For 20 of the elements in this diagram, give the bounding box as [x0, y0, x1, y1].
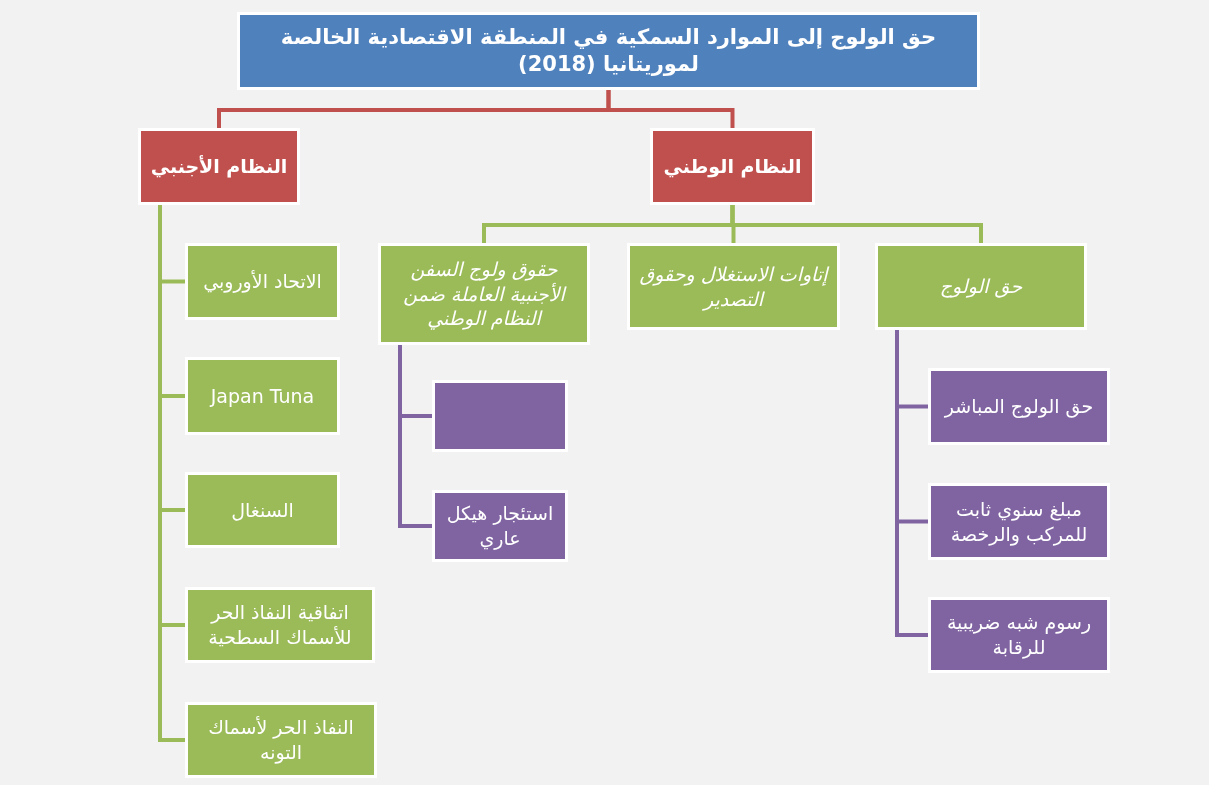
- process-box: رسوم شبه ضريبية للرقابة: [928, 597, 1110, 673]
- process-box: Japan Tuna: [185, 357, 340, 435]
- connector-line: [217, 90, 611, 128]
- connector-line: [482, 205, 735, 243]
- category-box: النظام الوطني: [650, 128, 815, 205]
- connector-line: [895, 330, 928, 637]
- process-box: الاتحاد الأوروبي: [185, 243, 340, 320]
- process-box: السنغال: [185, 472, 340, 548]
- process-box: حقوق ولوج السفن الأجنبية العاملة ضمن النظام الوطني: [378, 243, 590, 345]
- category-box: النظام الأجنبي: [138, 128, 300, 205]
- process-box: النفاذ الحر لأسماك التونه: [185, 702, 377, 778]
- process-box: حق الولوج المباشر: [928, 368, 1110, 445]
- process-box: [432, 380, 568, 452]
- process-box: مبلغ سنوي ثابت للمركب والرخصة: [928, 483, 1110, 560]
- process-box: استئجار هيكل عاري: [432, 490, 568, 562]
- process-box: اتفاقية النفاذ الحر للأسماك السطحية: [185, 587, 375, 663]
- title-box: حق الولوج إلى الموارد السمكية في المنطقة الاقتصادية الخالصة لموريتانيا (2018): [237, 12, 980, 90]
- process-box: حق الولوج: [875, 243, 1087, 330]
- process-box: إتاوات الاستغلال وحقوق التصدير: [627, 243, 840, 330]
- connector-line: [158, 205, 185, 742]
